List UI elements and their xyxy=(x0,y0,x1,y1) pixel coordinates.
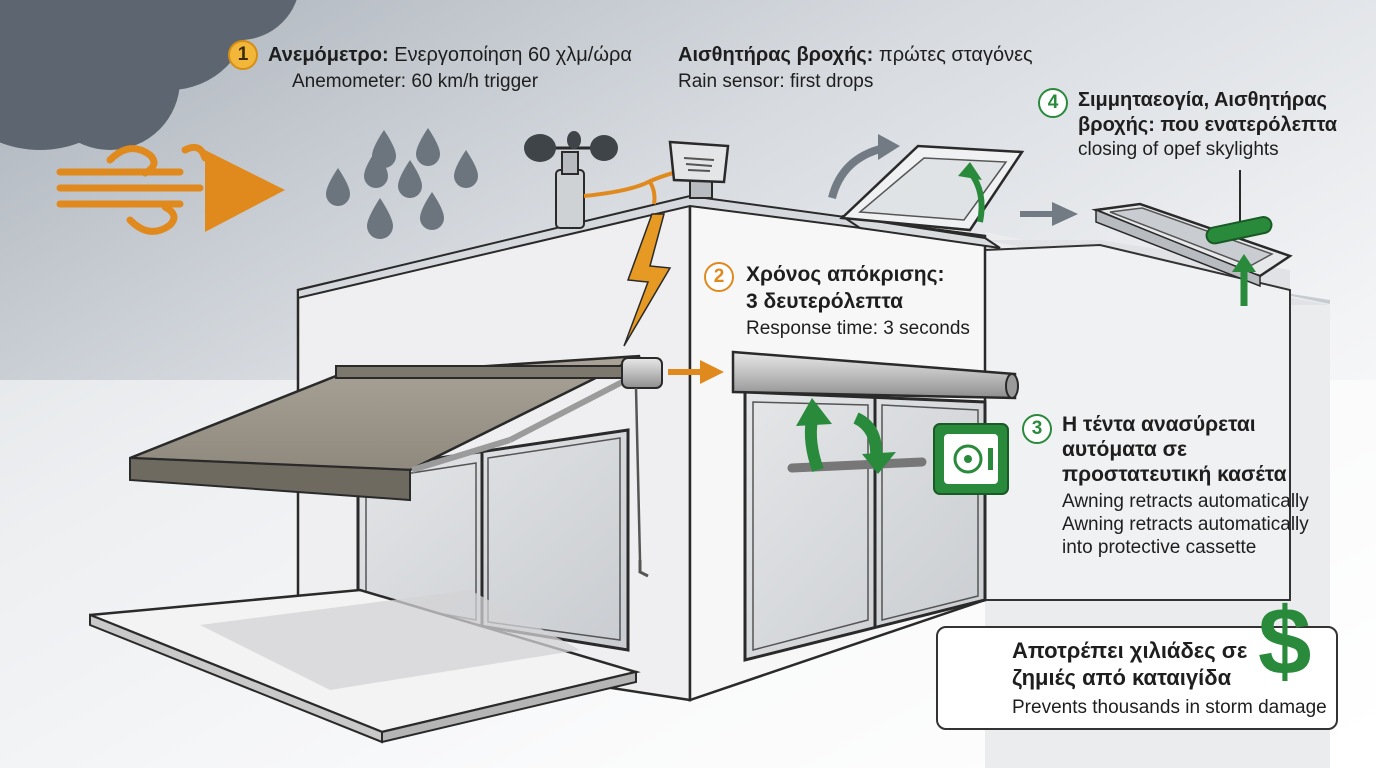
anemometer-icon xyxy=(524,131,618,229)
retract-arrows-icon xyxy=(787,398,927,474)
rain-sensor-subtitle: Rain sensor: first drops xyxy=(678,71,874,92)
step-1-title: Ανεμόμετρο: xyxy=(268,44,389,66)
rain-sensor-title-rest: πρώτες σταγόνες xyxy=(878,44,1033,66)
step-2-heading-line1: Χρόνος απόκρισης: xyxy=(746,263,945,286)
step-4-subtitle: closing of opef skylights xyxy=(1078,139,1279,160)
callout-subtitle: Prevents thousands in storm damage xyxy=(1012,697,1327,718)
step-4-badge: 4 xyxy=(1038,88,1068,118)
skylight-icon xyxy=(828,134,1025,249)
step-1-label: Ανεμόμετρο: Ενεργοποίηση 60 χλμ/ώρα xyxy=(268,44,632,67)
step-2-heading-line2: 3 δευτερόλεπτα xyxy=(746,290,904,313)
transition-arrow-icon xyxy=(668,360,724,384)
step-3-heading-line2: αυτόματα σε xyxy=(1062,438,1187,461)
step-1-badge: 1 xyxy=(228,40,258,70)
step-2-badge: 2 xyxy=(704,262,734,292)
rain-drops-icon xyxy=(326,128,478,239)
extended-awning xyxy=(129,354,663,578)
step-1-subtitle: Anemometer: 60 km/h trigger xyxy=(292,71,539,92)
step-1-title-rest: Ενεργοποίηση 60 χλμ/ώρα xyxy=(394,44,632,66)
lightning-icon xyxy=(623,213,672,347)
rain-sensor-label: Αισθητήρας βροχής: πρώτες σταγόνες xyxy=(678,44,1033,67)
step-4-heading-line2: βροχής: που ενατερόλεπτα xyxy=(1078,114,1338,136)
retracted-cassette xyxy=(731,350,1019,400)
wind-icon xyxy=(56,143,285,235)
step-2-subtitle: Response time: 3 seconds xyxy=(746,318,970,339)
rain-sensor-icon xyxy=(668,140,730,199)
step-3-heading-line1: Η τέντα ανασύρεται xyxy=(1062,413,1256,436)
step-3-badge: 3 xyxy=(1022,414,1052,444)
storm-cloud-icon xyxy=(0,0,297,150)
step-4-heading-line1: Σιμμηταεογία, Αισθητήρας xyxy=(1078,89,1327,111)
step-3-subtitle-line1: Awning retracts automatically xyxy=(1062,491,1309,512)
safe-icon xyxy=(933,423,1009,495)
skylight-transition-arrow-icon xyxy=(1020,202,1078,226)
callout-heading-line2: ζημιές από καταιγίδα xyxy=(1012,665,1232,690)
rain-sensor-title: Αισθητήρας βροχής: xyxy=(678,44,874,66)
callout-heading-line1: Αποτρέπει χιλιάδες σε xyxy=(1012,638,1248,663)
step-3-subtitle-line3: into protective cassette xyxy=(1062,537,1257,558)
dollar-icon: $ xyxy=(1258,588,1312,695)
step-3-heading-line3: προστατευτική κασέτα xyxy=(1062,463,1287,486)
storm-damage-callout xyxy=(936,626,1338,730)
closed-skylight-icon xyxy=(1091,170,1293,306)
step-3-subtitle-line2: Awning retracts automatically xyxy=(1062,514,1309,535)
